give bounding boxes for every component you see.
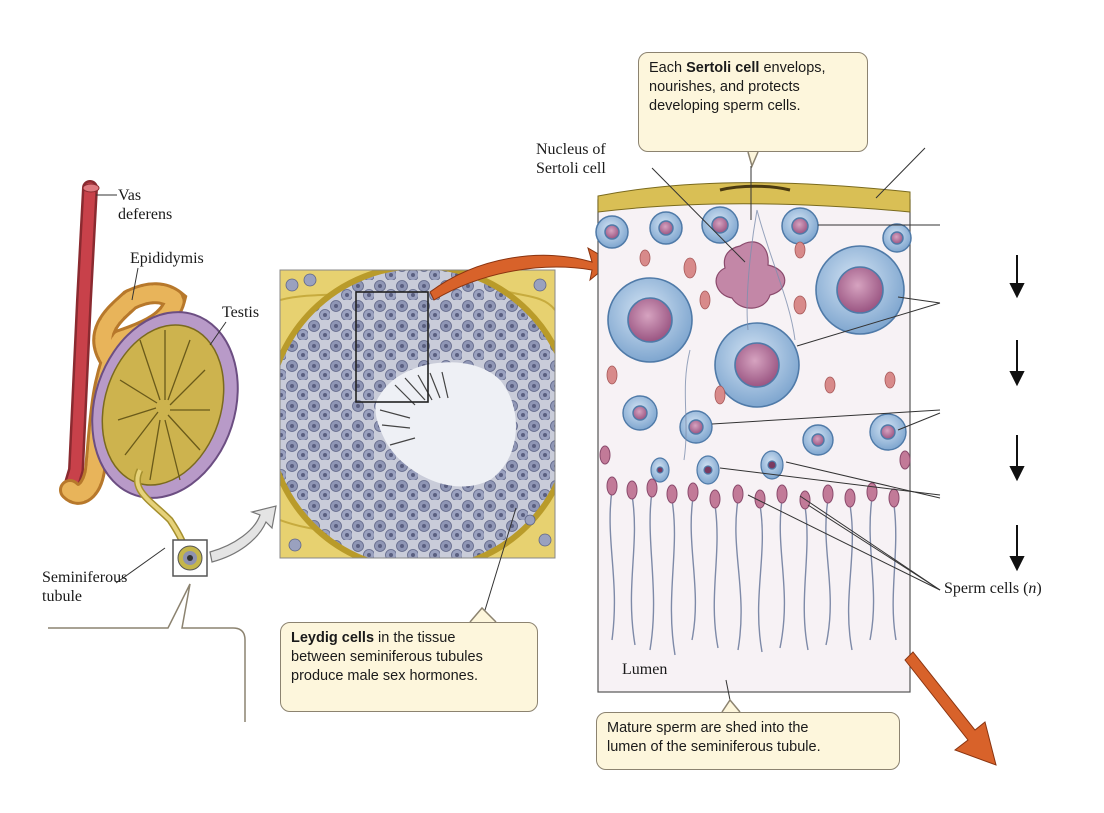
empty-callout-frame [48,583,246,722]
seminiferous-label-line1: Seminiferous [42,569,128,586]
leydig-line3: produce male sex hormones. [291,668,478,684]
callout-sertoli: Each Sertoli cell envelops, nourishes, a… [638,52,868,152]
label-vas-deferens: Vas deferens [118,186,172,224]
spermatids [650,450,784,485]
spermatogonia-row [595,206,912,253]
tubule-micrograph [279,269,556,559]
sertoli-line2: nourishes, and protects [649,79,800,95]
sertoli-post: envelops, [759,60,826,76]
seminiferous-label-line2: tubule [42,588,82,605]
leydig-line2: between seminiferous tubules [291,649,483,665]
vas-label-line2: deferens [118,206,173,223]
testis-illustration [59,180,239,577]
sperm-cells [609,489,897,656]
sertoli-line1: Each Sertoli cell envelops, [649,59,857,78]
primary-spermatocytes [607,245,905,408]
leydig-post: in the tissue [374,630,456,646]
zoom-arrow-gray [209,505,277,563]
nucleus-label-line2: Sertoli cell [536,160,606,177]
sperm-label-n: n [1028,580,1037,597]
sperm-label-text: Sperm cells ( [944,580,1029,597]
label-seminiferous-tubule: Seminiferous tubule [42,568,127,606]
label-testis: Testis [222,304,260,321]
callout-mature-sperm: Mature sperm are shed into the lumen of … [596,712,900,770]
secondary-spermatocytes [622,395,907,456]
nucleus-label-line1: Nucleus of [536,141,606,158]
seminiferous-section [595,182,912,693]
sertoli-line3: developing sperm cells. [649,98,801,114]
stage-arrows [1009,255,1025,572]
sperm-label-close: ) [1036,580,1042,597]
leydig-line1: Leydig cells in the tissue [291,629,527,648]
callout-leydig: Leydig cells in the tissue between semin… [280,622,538,712]
mature-line2: lumen of the seminiferous tubule. [607,739,821,755]
label-lumen: Lumen [622,661,668,678]
leydig-bold: Leydig cells [291,630,375,646]
sperm-heads [599,445,911,510]
label-nucleus-sertoli: Nucleus of Sertoli cell [536,140,606,178]
sertoli-bold: Sertoli cell [686,60,760,76]
label-sperm-cells: Sperm cells (n) [944,579,1042,598]
basement-membrane [597,182,911,213]
mature-line1: Mature sperm are shed into the [607,720,809,736]
sertoli-pre: Each [649,60,687,76]
label-epididymis: Epididymis [130,250,204,267]
exit-arrow-orange [904,651,997,766]
vas-label-line1: Vas [118,187,142,204]
micrograph-zoom-box [355,291,429,403]
sertoli-nucleus [715,241,786,309]
